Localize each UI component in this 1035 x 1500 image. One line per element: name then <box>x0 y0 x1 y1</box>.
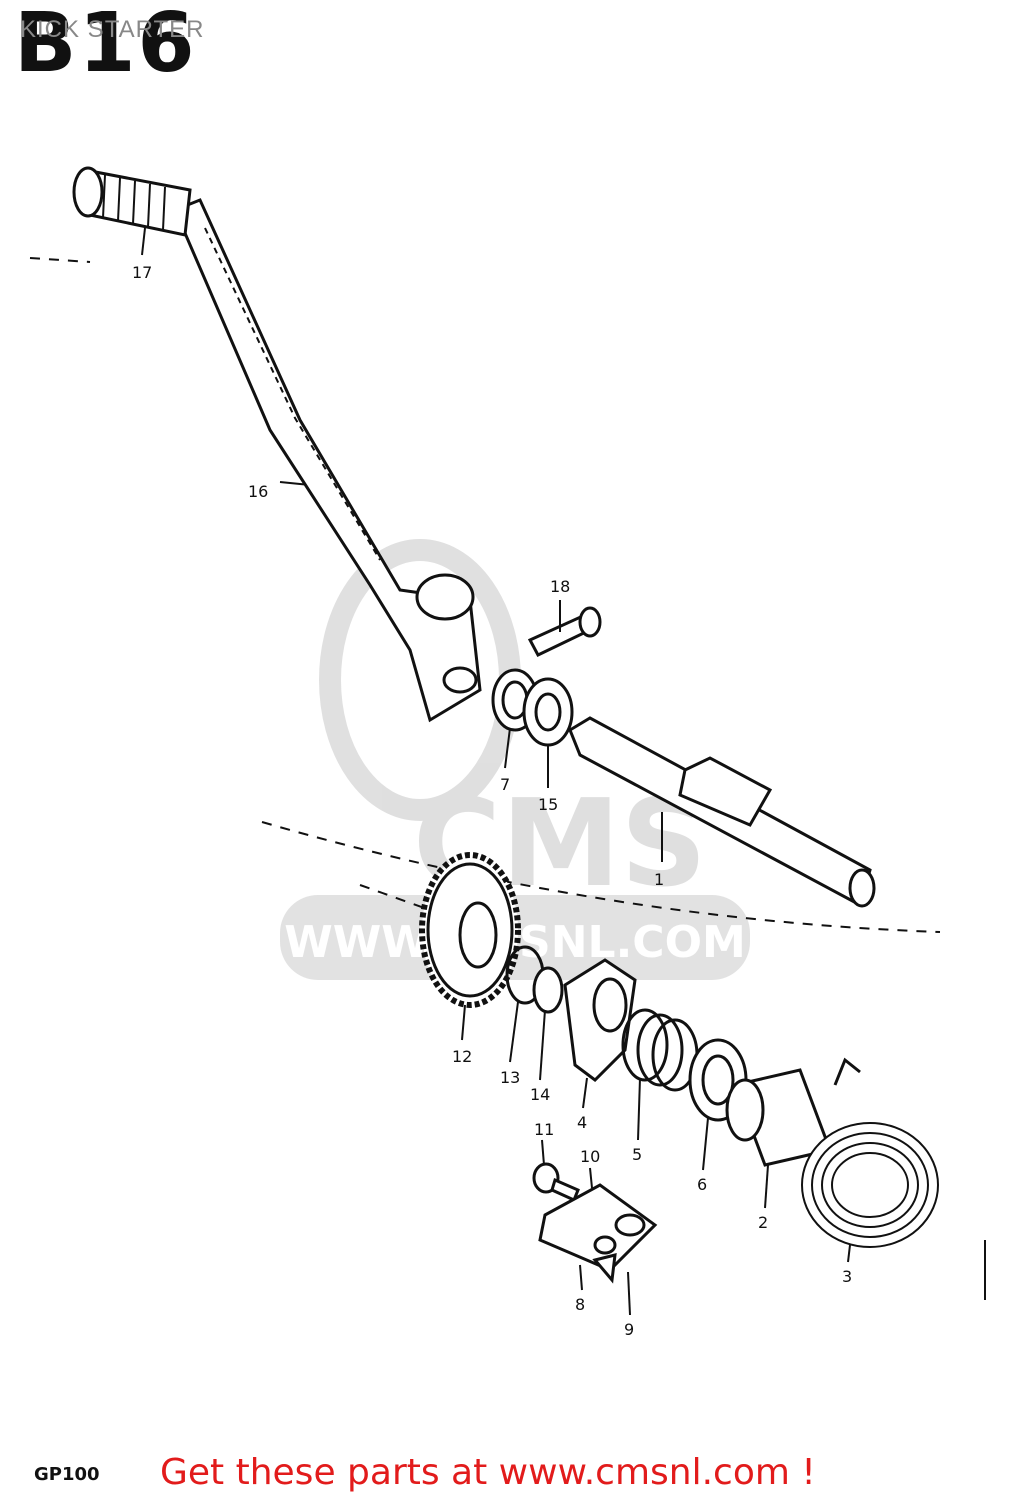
callout-13: 13 <box>500 1068 520 1087</box>
leader-12 <box>461 1004 466 1041</box>
leader-6 <box>702 1117 709 1171</box>
leader-17 <box>141 227 146 256</box>
leader-4 <box>582 1077 588 1109</box>
washer-15 <box>522 677 574 747</box>
kick-shaft <box>568 716 876 908</box>
kick-grip <box>72 166 192 237</box>
stopper-bolt <box>532 1162 580 1203</box>
axis-line-main <box>261 821 941 933</box>
axis-line-top <box>29 257 91 263</box>
kick-lever <box>173 198 482 723</box>
leader-10 <box>589 1167 593 1189</box>
callout-12: 12 <box>452 1047 472 1066</box>
leader-13 <box>509 1001 519 1063</box>
leader-8 <box>579 1264 583 1291</box>
callout-15: 15 <box>538 795 558 814</box>
callout-9: 9 <box>624 1320 634 1339</box>
callout-4: 4 <box>577 1113 587 1132</box>
section-title: KICK STARTER <box>20 16 205 43</box>
ratchet-spring <box>621 1008 699 1092</box>
kick-gear <box>419 852 521 1008</box>
callout-11: 11 <box>534 1120 554 1139</box>
callout-16: 16 <box>248 482 268 501</box>
promo-link[interactable]: Get these parts at www.cmsnl.com ! <box>160 1452 816 1493</box>
spring-guide <box>725 1068 833 1167</box>
callout-1: 1 <box>654 870 664 889</box>
leader-5 <box>637 1077 641 1141</box>
lever-bolt <box>527 606 602 657</box>
axis-line-gear <box>359 884 431 911</box>
callout-10: 10 <box>580 1147 600 1166</box>
callout-18: 18 <box>550 577 570 596</box>
leader-lines <box>141 227 986 1316</box>
return-spring <box>801 1057 939 1248</box>
callout-3: 3 <box>842 1267 852 1286</box>
callout-labels: 17 16 18 7 15 1 12 13 14 4 5 6 2 3 11 10… <box>132 263 852 1339</box>
stopper-plate <box>538 1183 658 1284</box>
callout-7: 7 <box>500 775 510 794</box>
leader-2 <box>764 1164 769 1209</box>
kick-ratchet <box>563 958 637 1082</box>
section-code: B16 <box>14 0 197 91</box>
leader-11 <box>541 1139 545 1166</box>
callout-8: 8 <box>575 1295 585 1314</box>
callout-14: 14 <box>530 1085 550 1104</box>
callout-5: 5 <box>632 1145 642 1164</box>
leader-14 <box>539 1009 546 1081</box>
leader-3 <box>847 1244 851 1263</box>
leader-7 <box>504 727 511 769</box>
callout-17: 17 <box>132 263 152 282</box>
callout-6: 6 <box>697 1175 707 1194</box>
washer-14 <box>532 966 564 1014</box>
leader-9 <box>627 1271 631 1316</box>
callout-2: 2 <box>758 1213 768 1232</box>
model-code: GP100 <box>34 1464 100 1485</box>
